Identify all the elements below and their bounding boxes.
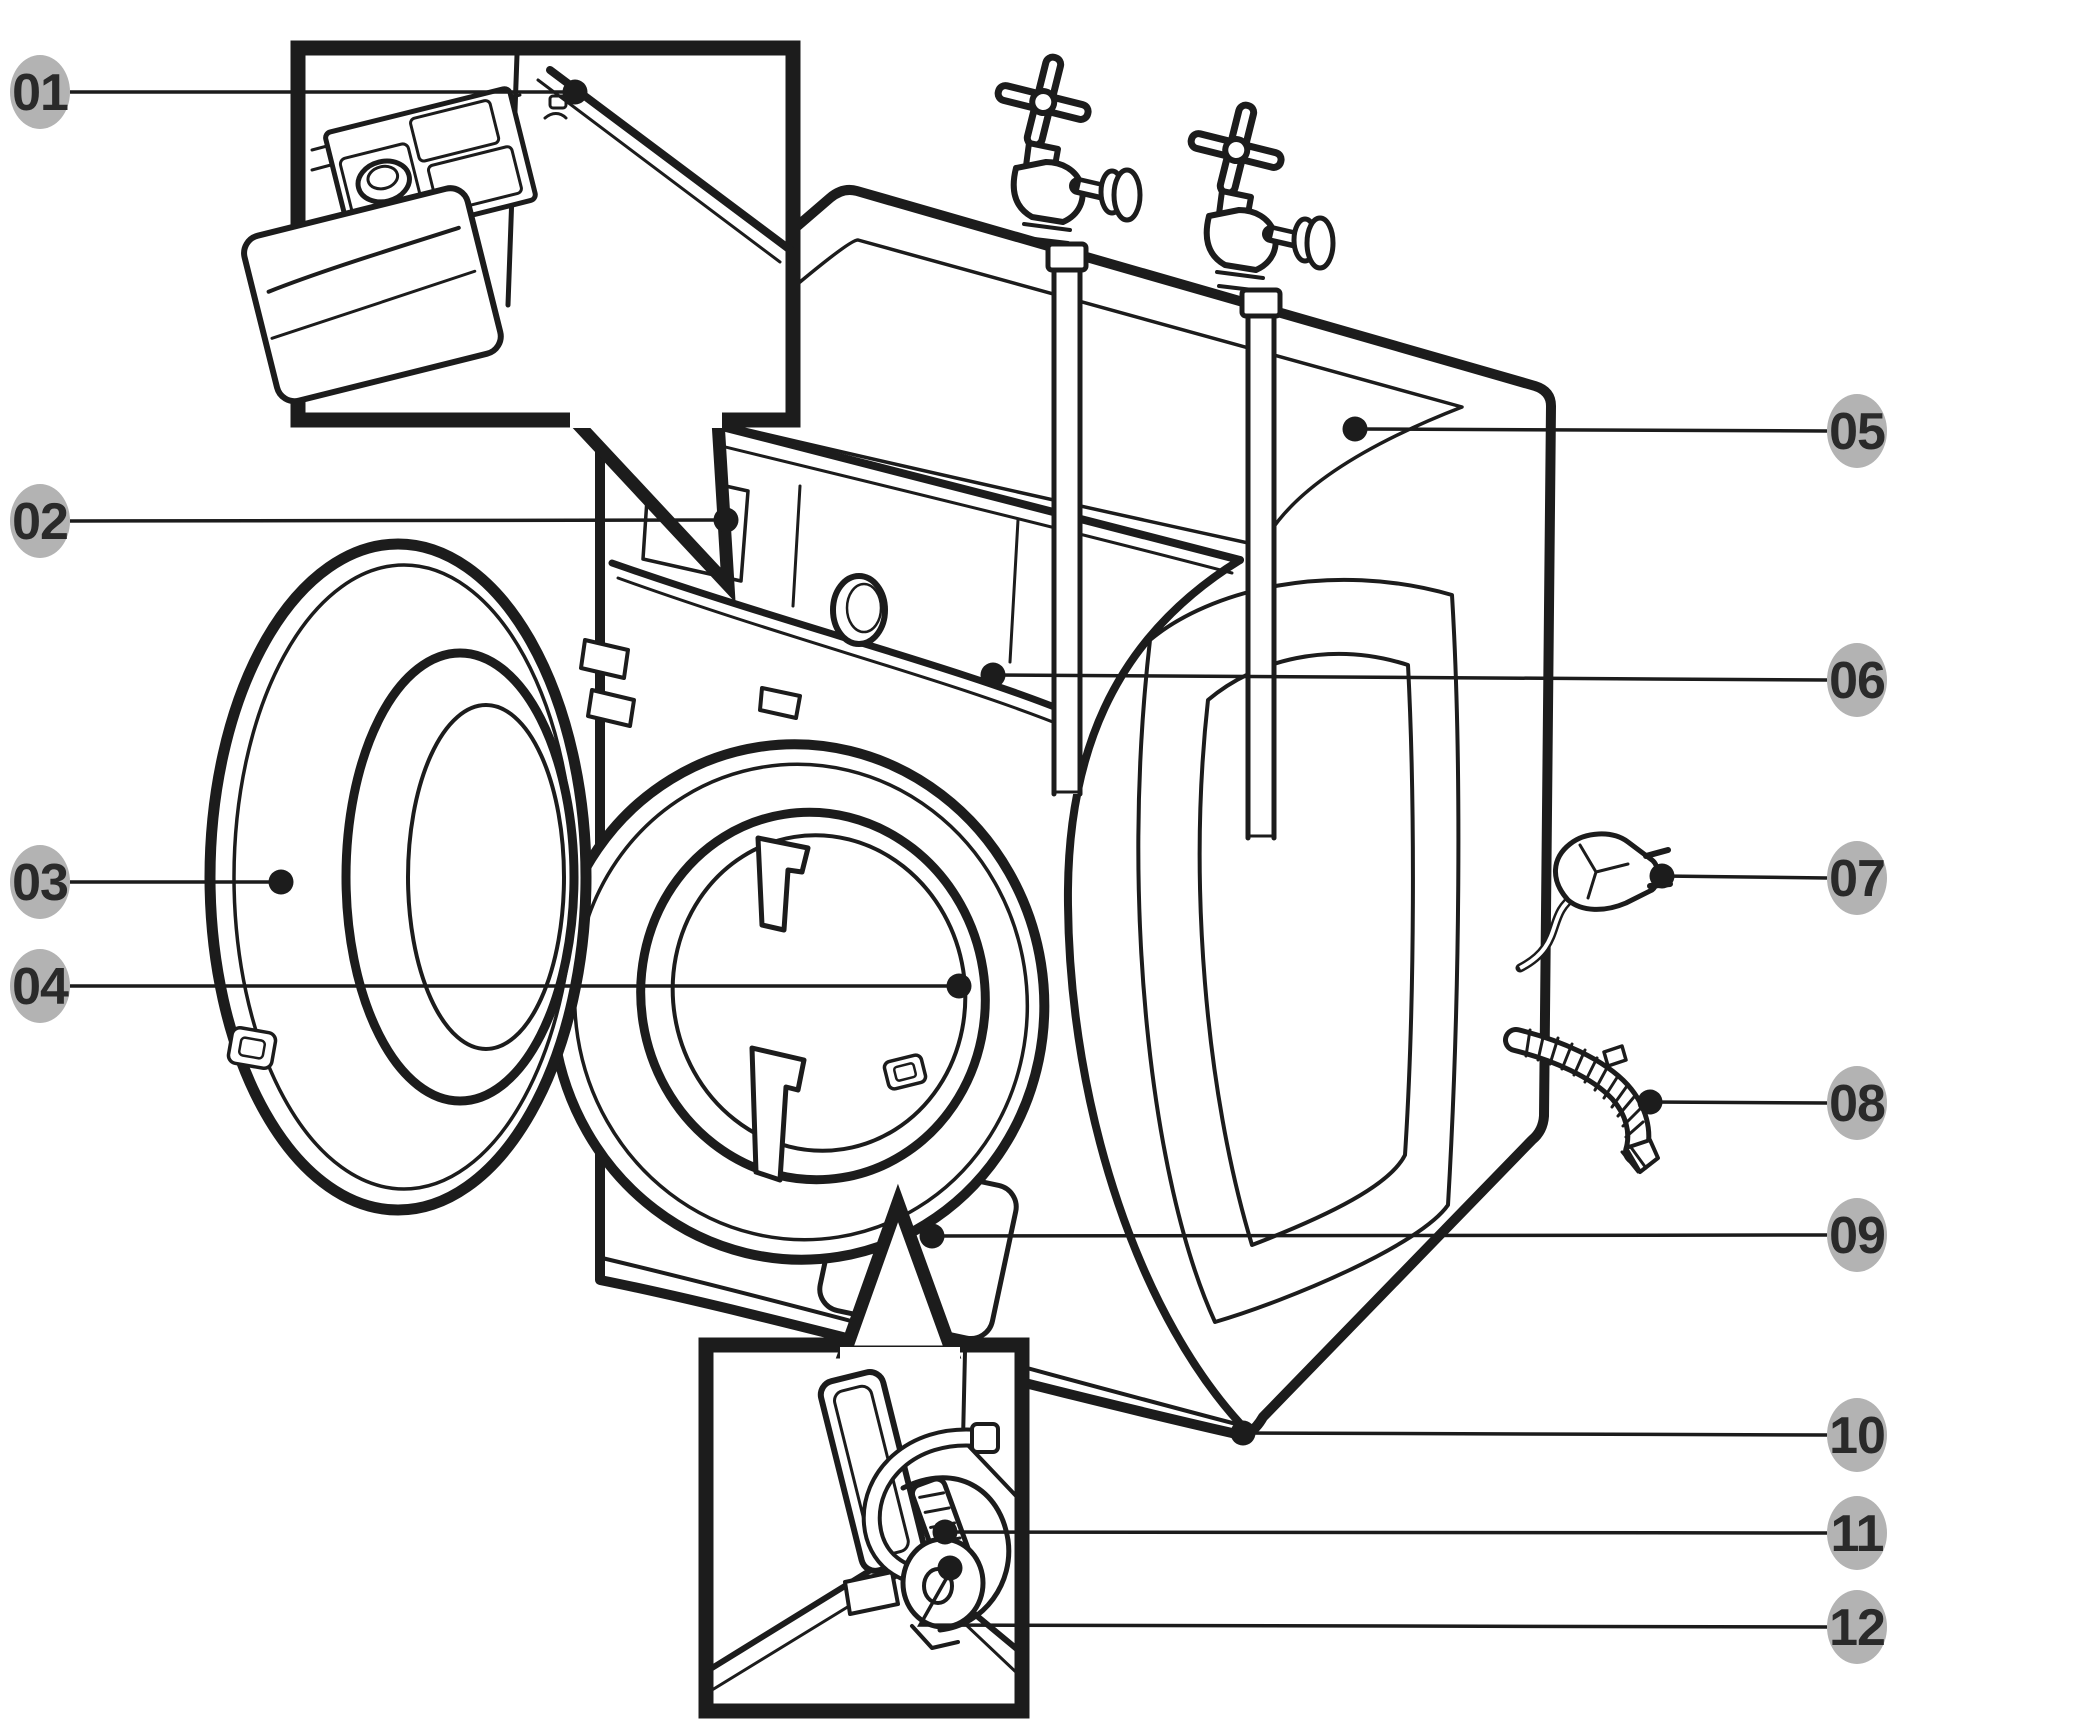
leader-dot-12 [937, 1555, 963, 1581]
leader-line-06 [992, 673, 1828, 682]
callout-badge-10: 10 [1827, 1398, 1887, 1472]
callout-badge-07: 07 [1827, 841, 1887, 915]
callout-label-11: 11 [1831, 1505, 1884, 1563]
door-glass [341, 648, 579, 1106]
detergent-drawer [241, 52, 797, 405]
leader-dot-08 [1637, 1089, 1663, 1115]
washer-door [204, 538, 636, 1216]
washer-body [546, 184, 1556, 1440]
leader-dot-06 [980, 662, 1006, 688]
callout-badge-11: 11 [1827, 1496, 1887, 1570]
inlet-hoses [1045, 241, 1283, 841]
pump-filter-area [709, 1350, 1021, 1692]
leader-line-08 [1649, 1100, 1828, 1105]
leader-dot-03 [268, 869, 294, 895]
callout-badge-03: 03 [10, 845, 70, 919]
callout-label-04: 04 [12, 958, 69, 1016]
leader-dot-02 [713, 507, 739, 533]
callout-badge-05: 05 [1827, 394, 1887, 468]
pump-inset [698, 1183, 1030, 1719]
callout-label-10: 10 [1829, 1407, 1885, 1465]
leader-dot-04 [946, 973, 972, 999]
door-hinge-upper [755, 835, 811, 933]
callout-badge-01: 01 [10, 55, 70, 129]
door-hinge-lower [749, 1045, 807, 1183]
leader-dot-01 [562, 79, 588, 105]
callout-label-01: 01 [12, 64, 68, 122]
inlet-hose-left [1045, 241, 1089, 797]
callout-badges: 01 02 03 04 05 06 07 08 [10, 55, 1887, 1664]
leader-dot-05 [1342, 416, 1368, 442]
callout-label-06: 06 [1829, 652, 1885, 710]
leader-dot-09 [919, 1223, 945, 1249]
side-panel [1136, 577, 1461, 1324]
drain-hose-ribs [1524, 1028, 1645, 1139]
callout-label-05: 05 [1829, 403, 1885, 461]
leader-line-02 [69, 518, 727, 523]
callout-badge-04: 04 [10, 949, 70, 1023]
leader-line-12 [917, 1571, 1828, 1629]
leader-line-09 [931, 1233, 1828, 1238]
leader-dot-07 [1649, 863, 1675, 889]
inlet-hose-right [1239, 287, 1283, 841]
callout-label-03: 03 [12, 854, 68, 912]
detergent-inset [241, 40, 801, 603]
callout-label-07: 07 [1829, 850, 1885, 908]
leader-line-07 [1661, 874, 1828, 880]
control-panel [604, 416, 1234, 730]
callout-badge-06: 06 [1827, 643, 1887, 717]
callout-badge-08: 08 [1827, 1066, 1887, 1140]
leader-line-10 [1242, 1431, 1828, 1437]
callout-badge-09: 09 [1827, 1198, 1887, 1272]
max-fill-icon [543, 94, 568, 120]
leader-dot-11 [932, 1519, 958, 1545]
callout-badge-02: 02 [10, 484, 70, 558]
drum-opening [546, 739, 1050, 1265]
door-lock-icon [226, 1025, 278, 1071]
program-dial [830, 573, 888, 647]
callout-badge-12: 12 [1827, 1590, 1887, 1664]
callout-label-09: 09 [1829, 1207, 1885, 1265]
faucet-icon [994, 53, 1143, 245]
front-side-edge [1063, 556, 1252, 1436]
leader-line-11 [944, 1530, 1828, 1535]
top-panel [660, 238, 1464, 548]
leader-line-05 [1354, 427, 1828, 433]
callout-label-08: 08 [1829, 1075, 1885, 1133]
leader-dot-10 [1230, 1420, 1256, 1446]
drain-hose [1503, 1027, 1660, 1174]
power-cord [1515, 831, 1673, 973]
callout-label-12: 12 [1829, 1599, 1885, 1657]
door-latch-slot-icon [882, 1053, 928, 1091]
door-hinges [749, 686, 811, 1183]
leader-lines [69, 79, 1828, 1629]
callout-label-02: 02 [12, 493, 68, 551]
